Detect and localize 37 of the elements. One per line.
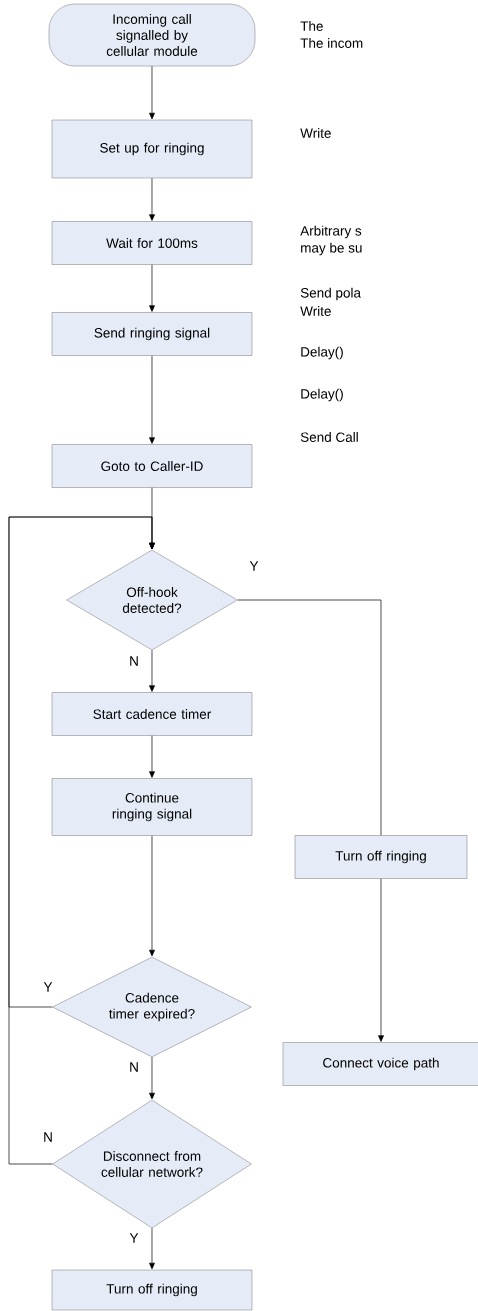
arrow <box>149 1227 155 1270</box>
arrow <box>149 1056 155 1100</box>
edge-label: N <box>128 1061 140 1073</box>
note-text: Delay() <box>301 346 343 360</box>
arrow <box>149 264 155 312</box>
arrow <box>149 735 155 778</box>
arrow <box>149 65 155 120</box>
note-text: Write <box>300 306 331 316</box>
note-text: The incom <box>300 38 363 48</box>
note-text: Write <box>300 128 331 138</box>
note-text: Delay() <box>301 388 343 402</box>
start-terminal: Incoming call signalled by cellular module <box>48 3 256 67</box>
process-box: Set up for ringing <box>51 119 253 179</box>
process-box: Wait for 100ms <box>51 221 253 265</box>
process-box: Turn off ringing <box>51 1269 253 1311</box>
process-box: Start cadence timer <box>51 692 253 736</box>
arrow <box>149 355 155 444</box>
arrow <box>149 835 155 957</box>
process-box: Continue ringing signal <box>51 778 253 836</box>
edge-label: N <box>42 1131 54 1143</box>
note-text: Send pola <box>300 287 361 301</box>
process-box: Goto to Caller-ID <box>51 444 253 488</box>
arrow <box>149 649 155 692</box>
arrow <box>149 177 155 221</box>
arrow <box>378 878 384 1042</box>
edge-label: N <box>128 655 140 667</box>
edge-label: Y <box>248 560 260 572</box>
note-text: Send Call <box>300 432 358 442</box>
note-text: may be su <box>301 242 362 256</box>
process-box: Send ringing signal <box>51 312 253 356</box>
process-box: Connect voice path <box>282 1042 478 1086</box>
arrow <box>8 516 155 1165</box>
process-box: Turn off ringing <box>294 835 468 879</box>
note-text: The <box>300 21 323 31</box>
edge-label: Y <box>128 1232 140 1244</box>
note-text: Arbitrary s <box>300 225 362 239</box>
edge-label: Y <box>42 981 54 993</box>
